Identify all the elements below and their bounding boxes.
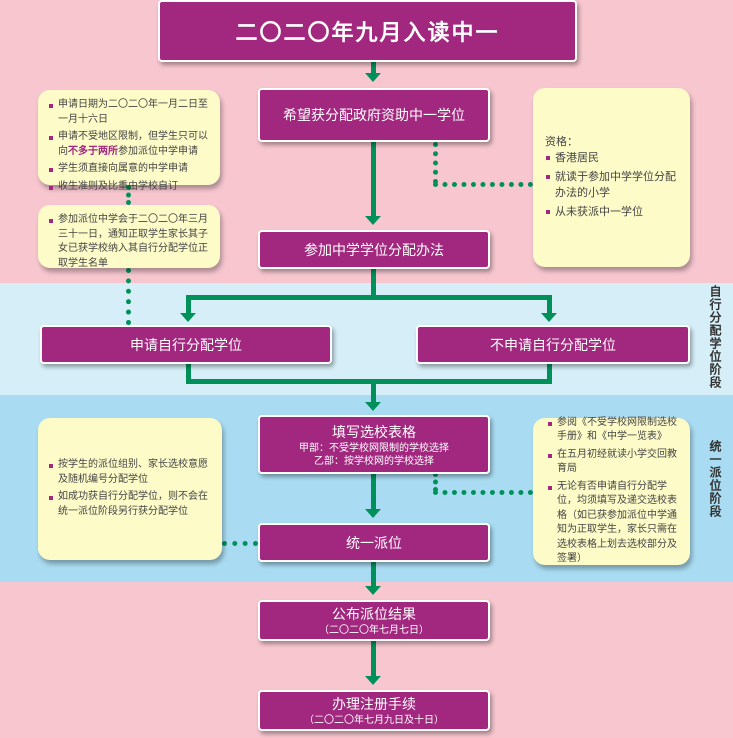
step-label: 填写选校表格	[332, 424, 416, 441]
stage-label-cap: 统一派位阶段	[708, 440, 722, 518]
note-item: 申请不受地区限制，但学生只可以向不多于两所参加派位中学申请	[49, 130, 212, 159]
arrow-icon	[365, 509, 381, 518]
step-date: （二〇二〇年七月九日及十日）	[304, 715, 444, 726]
note-item: 香港居民	[546, 150, 682, 166]
step-join: 参加中学学位分配办法	[258, 230, 490, 269]
connector	[371, 60, 376, 74]
arrow-icon	[365, 216, 381, 225]
arrow-icon	[365, 402, 381, 411]
step-sub-b: 乙部：按学校网的学校选择	[314, 455, 434, 467]
step-label: 统一派位	[346, 535, 402, 552]
dotted-connector	[126, 268, 131, 325]
step-register: 办理注册手续 （二〇二〇年七月九日及十日）	[258, 690, 490, 731]
note-cap-rules: 按学生的派位组别、家长选校意愿及随机编号分配学位 如成功获自行分配学位，则不会在…	[38, 418, 222, 560]
step-result: 公布派位结果 （二〇二〇年七月七日）	[258, 600, 490, 641]
page-title: 二〇二〇年九月入读中一	[235, 21, 500, 46]
stage-label-dp: 自行分配学位阶段	[708, 285, 722, 389]
note-item: 从未获派中一学位	[546, 204, 682, 220]
step-sub-a: 甲部：不受学校网限制的学校选择	[299, 442, 449, 454]
connector	[547, 295, 552, 315]
note-item: 申请日期为二〇二〇年一月二日至一月十六日	[49, 98, 212, 127]
step-label: 参加中学学位分配办法	[304, 242, 444, 259]
note-dp-notify: 参加派位中学会于二〇二〇年三月三十一日，通知正取学生家长其子女已获学校纳入其自行…	[38, 205, 220, 271]
step-label: 公布派位结果	[332, 607, 416, 623]
step-date: （二〇二〇年七月七日）	[319, 625, 429, 636]
step-apply-dp: 申请自行分配学位	[40, 325, 332, 364]
arrow-icon	[180, 313, 196, 322]
note-dp-apply: 申请日期为二〇二〇年一月二日至一月十六日 申请不受地区限制，但学生只可以向不多于…	[38, 90, 220, 192]
arrow-icon	[365, 73, 381, 82]
connector	[186, 379, 552, 384]
note-item: 学生须直接向属意的中学申请	[49, 162, 212, 177]
note-item: 参阅《不受学校网限制选校手册》和《中学一览表》	[548, 416, 682, 445]
connector	[371, 560, 376, 587]
note-item: 在五月初经就读小学交回教育局	[548, 448, 682, 477]
note-heading: 资格：	[545, 135, 578, 149]
step-hope: 希望获分配政府资助中一学位	[258, 88, 490, 142]
dotted-connector	[433, 142, 438, 184]
connector	[371, 639, 376, 677]
connector	[371, 472, 376, 510]
note-eligibility: 资格： 香港居民 就读于参加中学学位分配办法的小学 从未获派中一学位	[533, 88, 690, 267]
connector	[186, 362, 191, 382]
note-item: 参加派位中学会于二〇二〇年三月三十一日，通知正取学生家长其子女已获学校纳入其自行…	[49, 213, 212, 271]
title-box: 二〇二〇年九月入读中一	[158, 0, 577, 62]
step-label: 办理注册手续	[332, 697, 416, 713]
connector	[371, 379, 376, 403]
dotted-connector	[433, 490, 533, 495]
note-form: 参阅《不受学校网限制选校手册》和《中学一览表》 在五月初经就读小学交回教育局 无…	[533, 416, 690, 567]
dotted-connector	[222, 541, 258, 546]
connector	[186, 295, 552, 300]
dotted-connector	[433, 182, 533, 187]
step-label: 希望获分配政府资助中一学位	[283, 108, 465, 124]
dotted-connector	[433, 472, 438, 492]
connector	[371, 267, 376, 297]
step-fill-form: 填写选校表格甲部：不受学校网限制的学校选择乙部：按学校网的学校选择	[258, 415, 490, 474]
step-label: 申请自行分配学位	[130, 337, 242, 354]
note-item: 无论有否申请自行分配学位，均须填写及递交选校表格（如已获参加派位中学通知为正取学…	[548, 480, 682, 567]
connector	[371, 142, 376, 217]
connector	[186, 295, 191, 315]
step-no-apply-dp: 不申请自行分配学位	[416, 325, 690, 364]
dotted-connector	[126, 185, 131, 205]
note-item: 收生准则及比重由学校自订	[49, 180, 212, 195]
note-item: 如成功获自行分配学位，则不会在统一派位阶段另行获分配学位	[49, 490, 214, 519]
arrow-icon	[541, 313, 557, 322]
connector	[547, 362, 552, 382]
arrow-icon	[365, 586, 381, 595]
arrow-icon	[365, 676, 381, 685]
note-item: 就读于参加中学学位分配办法的小学	[546, 169, 682, 201]
note-item: 按学生的派位组别、家长选校意愿及随机编号分配学位	[49, 458, 214, 487]
step-label: 不申请自行分配学位	[490, 337, 616, 354]
step-cap: 统一派位	[258, 523, 490, 562]
